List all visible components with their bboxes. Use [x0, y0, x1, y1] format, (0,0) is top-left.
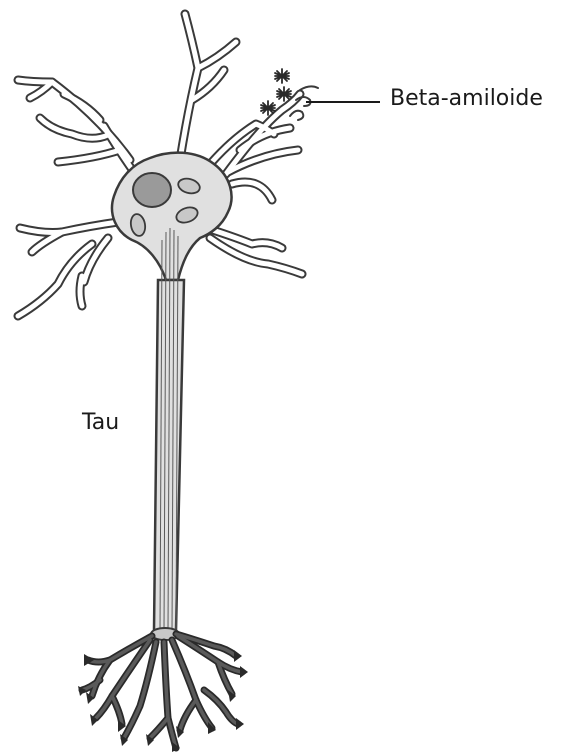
axon-terminals: [78, 634, 248, 752]
nucleus: [133, 173, 171, 207]
cell-body: [112, 153, 232, 280]
beta-amyloid-label: Beta-amiloide: [390, 86, 543, 111]
axon: [151, 228, 184, 640]
tau-label: Tau: [82, 410, 119, 435]
